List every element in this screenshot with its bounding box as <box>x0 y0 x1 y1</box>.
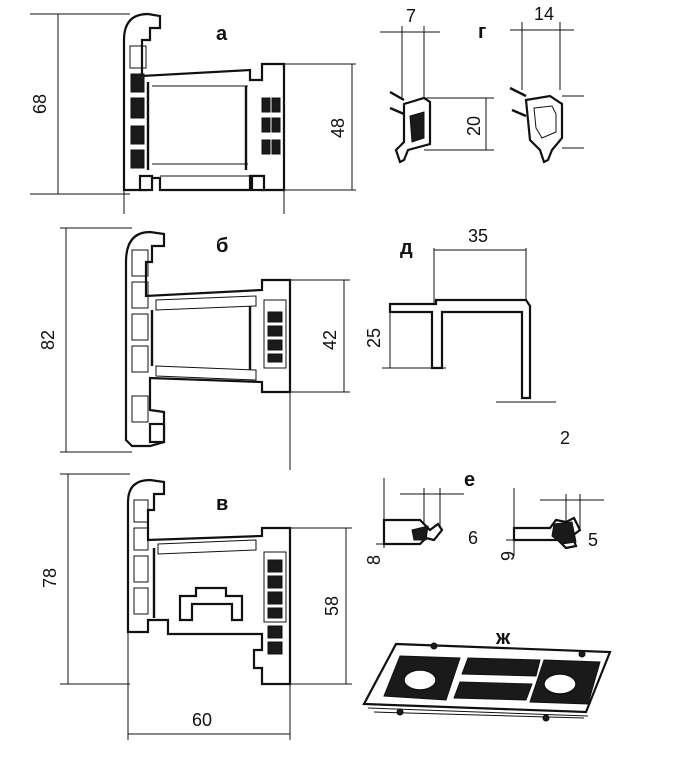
dim-v-height: 78 <box>40 568 60 588</box>
dim-e-right-height: 9 <box>498 551 518 561</box>
label-v: в <box>216 493 228 515</box>
dim-b-height: 82 <box>38 330 58 350</box>
label-a: а <box>216 23 228 45</box>
dim-a-height: 68 <box>30 94 50 114</box>
dim-d-height: 25 <box>364 328 384 348</box>
dim-d-width: 35 <box>468 226 488 246</box>
dim-g-right-width: 14 <box>534 4 554 24</box>
dim-b-inner: 42 <box>320 330 340 350</box>
profile-g: г 7 20 14 <box>380 4 584 164</box>
profile-e: е 8 6 9 5 <box>364 469 604 565</box>
profile-b: 82 42 б <box>38 227 350 470</box>
dim-a-inner: 48 <box>328 118 348 138</box>
dim-e-left-height: 8 <box>364 555 384 565</box>
dim-g-left-height: 20 <box>464 116 484 136</box>
label-b: б <box>216 235 228 257</box>
dim-e-right-width: 5 <box>588 530 598 550</box>
label-d: д <box>400 237 413 259</box>
dim-e-left-width: 6 <box>468 528 478 548</box>
label-zh: ж <box>495 627 511 649</box>
dim-d-number: 2 <box>560 428 570 448</box>
dim-g-left-width: 7 <box>406 6 416 26</box>
dim-v-width: 60 <box>192 710 212 730</box>
profile-a: 68 48 а <box>30 12 356 214</box>
label-e: е <box>464 469 475 491</box>
profile-zh: ж <box>362 627 612 722</box>
profile-d: д 35 25 2 <box>364 226 570 448</box>
dim-v-inner: 58 <box>322 596 342 616</box>
profile-v: 78 58 60 в <box>40 473 352 740</box>
label-g: г <box>478 21 486 43</box>
